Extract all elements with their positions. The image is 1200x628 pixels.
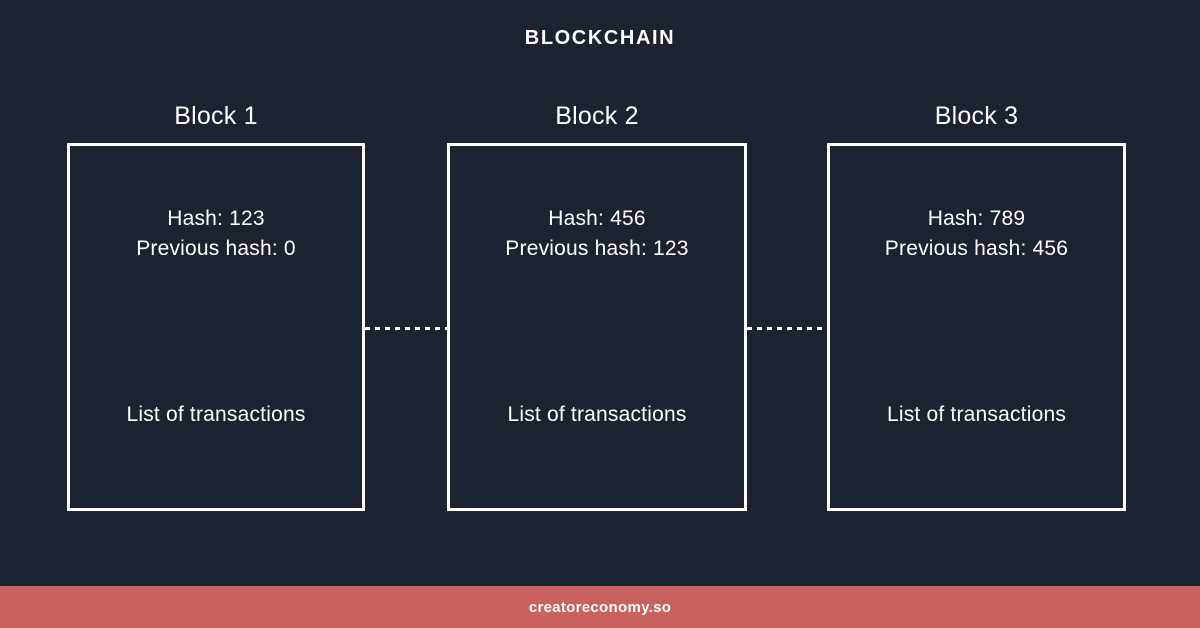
blocks-row: Block 1 Hash: 123 Previous hash: 0 List …: [67, 100, 1126, 511]
block-hash-line-1: Hash: 123: [167, 207, 265, 230]
block-transactions-2: List of transactions: [507, 403, 687, 426]
block-prev-hash-line-1: Previous hash: 0: [136, 237, 296, 260]
block-hashes-2: Hash: 456 Previous hash: 123: [450, 204, 744, 264]
chain-connector-1-2: [365, 327, 447, 330]
block-transactions-3: List of transactions: [886, 403, 1067, 426]
block-transactions-1: List of transactions: [126, 403, 306, 426]
block-prev-hash-line-2: Previous hash: 123: [505, 237, 689, 260]
footer-bar: creatoreconomy.so: [0, 586, 1200, 628]
block-hash-line-2: Hash: 456: [548, 207, 646, 230]
block-label-1: Block 1: [174, 102, 258, 130]
block-box-2[interactable]: Hash: 456 Previous hash: 123 List of tra…: [447, 143, 747, 511]
block-hashes-3: Hash: 789 Previous hash: 456: [830, 204, 1123, 264]
block-prev-hash-line-3: Previous hash: 456: [884, 237, 1069, 260]
footer-website-label: creatoreconomy.so: [528, 598, 672, 616]
block-hash-line-3: Hash: 789: [927, 207, 1026, 230]
block-label-2: Block 2: [555, 102, 639, 130]
block-hashes-1: Hash: 123 Previous hash: 0: [70, 204, 362, 264]
chain-connector-2-3: [747, 327, 827, 330]
page-title: BLOCKCHAIN: [524, 27, 676, 49]
block-group-1: Block 1 Hash: 123 Previous hash: 0 List …: [67, 100, 365, 511]
block-box-3[interactable]: Hash: 789 Previous hash: 456 List of tra…: [827, 143, 1126, 511]
block-group-2: Block 2 Hash: 456 Previous hash: 123 Lis…: [447, 100, 747, 511]
block-box-1[interactable]: Hash: 123 Previous hash: 0 List of trans…: [67, 143, 365, 511]
block-group-3: Block 3 Hash: 789 Previous hash: 456 Lis…: [827, 100, 1126, 511]
block-label-3: Block 3: [934, 102, 1019, 130]
